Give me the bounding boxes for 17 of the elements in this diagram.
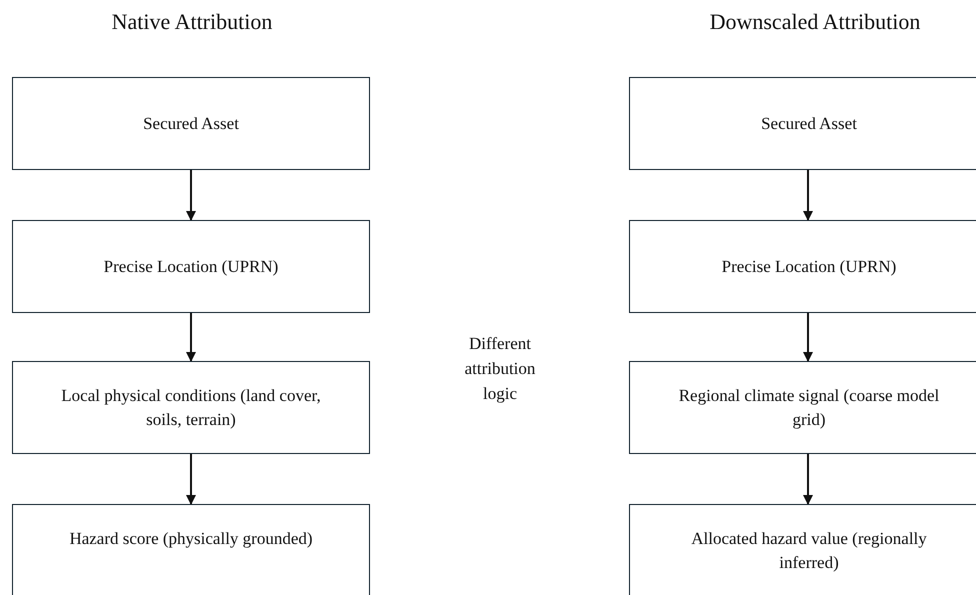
column-heading: Native Attribution [42, 6, 342, 38]
column-heading: Downscaled Attribution [660, 6, 970, 38]
arrow [186, 454, 196, 505]
process-box: Precise Location (UPRN) [629, 220, 976, 313]
arrow [803, 313, 813, 362]
process-box: Regional climate signal (coarse model grid) [629, 361, 976, 454]
process-box: Secured Asset [629, 77, 976, 170]
process-box: Local physical conditions (land cover, soils, terrain) [12, 361, 370, 454]
arrow [186, 170, 196, 221]
arrow [803, 454, 813, 505]
process-box: Secured Asset [12, 77, 370, 170]
arrow [803, 170, 813, 221]
process-box: Allocated hazard value (regionally inferred) [629, 504, 976, 595]
process-box: Precise Location (UPRN) [12, 220, 370, 313]
arrow [186, 313, 196, 362]
note-text: Different attribution logic [464, 333, 536, 405]
process-box: Hazard score (physically grounded) [12, 504, 370, 595]
